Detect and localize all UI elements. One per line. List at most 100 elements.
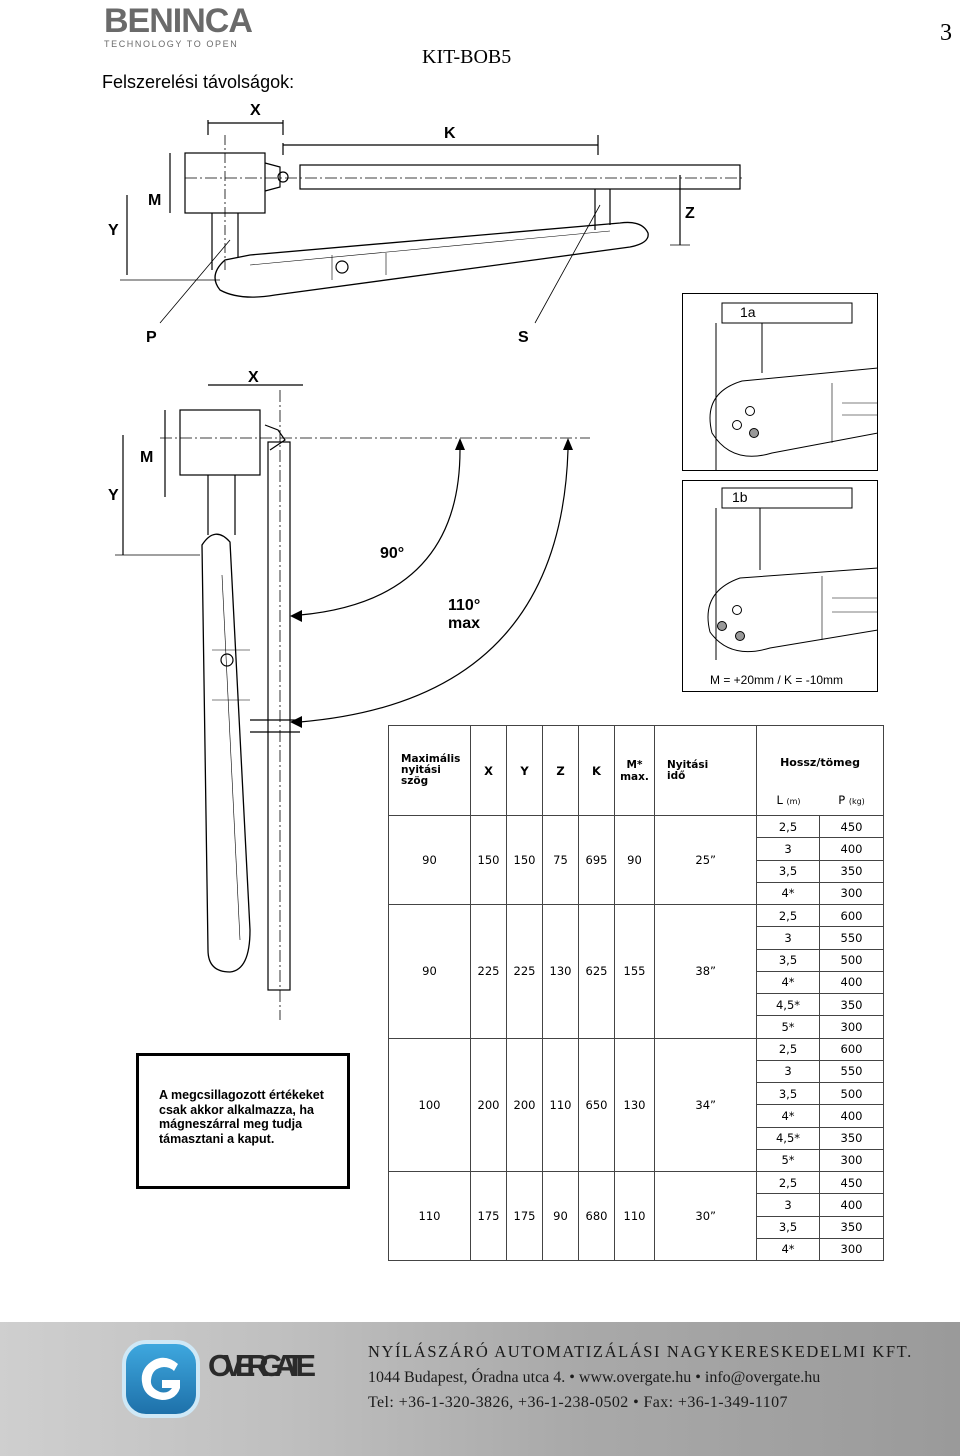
cell-length: 4*: [756, 1104, 820, 1128]
brand-tagline: TECHNOLOGY TO OPEN: [104, 39, 239, 49]
cell-k: 695: [578, 815, 615, 905]
company-phones: Tel: +36-1-320-3826, +36-1-238-0502 • Fa…: [368, 1394, 788, 1411]
cell-weight: 400: [818, 1104, 885, 1128]
table-row: 5*300: [389, 1148, 885, 1173]
header-length-weight: Hossz/tömeg L (m) P (kg): [755, 725, 885, 816]
table-row: 4,5*350: [389, 1126, 885, 1150]
cell-length: 2,5: [756, 1037, 820, 1061]
cell-x: 225: [470, 904, 507, 1039]
cell-weight: 500: [818, 948, 885, 972]
cell-weight: 300: [818, 1237, 885, 1262]
cell-time: 25”: [654, 815, 757, 905]
cell-weight: 350: [818, 992, 885, 1017]
cell-time: 38”: [654, 904, 757, 1039]
cell-length: 3: [756, 1059, 820, 1084]
cell-length: 3,5: [756, 859, 820, 883]
dim-label-z: Z: [685, 205, 695, 222]
cell-m: 90: [614, 815, 655, 905]
section-subtitle: Felszerelési távolságok:: [102, 72, 295, 92]
cell-length: 3: [756, 1193, 820, 1217]
side-dim-label-y: Y: [108, 487, 119, 504]
cell-k: 625: [578, 904, 615, 1039]
dim-label-k: K: [444, 125, 456, 142]
cell-weight: 400: [818, 970, 885, 995]
cell-time: 34”: [654, 1037, 757, 1172]
company-address: 1044 Budapest, Óradna utca 4. • www.over…: [368, 1369, 821, 1386]
cell-z: 75: [542, 815, 579, 905]
installation-diagram-top: X K M Y Z P S: [108, 102, 745, 346]
cell-x: 175: [470, 1171, 507, 1261]
dim-label-y: Y: [108, 222, 119, 239]
cell-time: 30”: [654, 1171, 757, 1261]
cell-weight: 350: [818, 859, 885, 883]
cell-angle: 110: [388, 1171, 471, 1261]
angle-max-label: max: [448, 615, 480, 632]
cell-angle: 100: [388, 1037, 471, 1172]
cell-weight: 600: [818, 1037, 885, 1061]
model-title: KIT-BOB5: [422, 46, 512, 68]
cell-y: 200: [506, 1037, 543, 1172]
overgate-logo: OVER GATE: [122, 1340, 316, 1418]
cell-y: 150: [506, 815, 543, 905]
header-y: Y: [506, 725, 543, 816]
cell-length: 5*: [756, 1015, 820, 1039]
dim-label-m: M: [148, 192, 161, 209]
cell-k: 680: [578, 1171, 615, 1261]
cell-x: 150: [470, 815, 507, 905]
cell-weight: 550: [818, 1059, 885, 1084]
label-s: S: [518, 329, 529, 346]
brand-name: BENINCA: [104, 2, 253, 40]
cell-length: 2,5: [756, 1170, 820, 1195]
cell-length: 5*: [756, 1148, 820, 1173]
cell-z: 130: [542, 904, 579, 1039]
cell-weight: 350: [818, 1126, 885, 1150]
angle-90-label: 90°: [380, 545, 404, 562]
cell-weight: 400: [818, 837, 885, 861]
cell-weight: 450: [818, 814, 885, 839]
header-z: Z: [542, 725, 579, 816]
table-row: 4*300: [389, 1237, 885, 1262]
cell-k: 650: [578, 1037, 615, 1172]
cell-weight: 450: [818, 1170, 885, 1195]
detail-1b-diagram: 1b M = +20mm / K = -10mm: [682, 480, 878, 692]
cell-y: 225: [506, 904, 543, 1039]
cell-weight: 400: [818, 1193, 885, 1217]
side-dim-label-x: X: [248, 369, 259, 386]
opening-angle-diagram: X M Y 90° 110° max: [108, 369, 590, 1020]
table-row: 4*400: [389, 1104, 885, 1128]
table-row: 5*300: [389, 1015, 885, 1039]
detail-1b-label: 1b: [732, 489, 748, 505]
cell-weight: 600: [818, 903, 885, 928]
beninca-logo: BENINCA TECHNOLOGY TO OPEN: [104, 2, 256, 49]
cell-length: 2,5: [756, 814, 820, 839]
header-k: K: [578, 725, 615, 816]
header-x: X: [470, 725, 507, 816]
cell-length: 4*: [756, 1237, 820, 1262]
table-row: 4,5*350: [389, 992, 885, 1017]
asterisk-note-text: A megcsillagozott értékeket csak akkor a…: [159, 1088, 324, 1146]
header-m: M*max.: [614, 725, 655, 816]
angle-110-label: 110°: [448, 597, 480, 614]
table-row: 4*300: [389, 881, 885, 906]
cell-weight: 350: [818, 1215, 885, 1239]
asterisk-note-box: A megcsillagozott értékeket csak akkor a…: [136, 1053, 350, 1189]
company-name: NYÍLÁSZÁRÓ AUTOMATIZÁLÁSI NAGYKERESKEDEL…: [368, 1342, 913, 1361]
cell-length: 3,5: [756, 948, 820, 972]
cell-m: 130: [614, 1037, 655, 1172]
cell-weight: 550: [818, 926, 885, 950]
cell-length: 4*: [756, 970, 820, 995]
overgate-logo-text: OVER GATE: [208, 1348, 316, 1383]
cell-length: 3: [756, 926, 820, 950]
label-p: P: [146, 329, 157, 346]
cell-weight: 300: [818, 1015, 885, 1039]
cell-m: 110: [614, 1171, 655, 1261]
dim-label-x: X: [250, 102, 261, 119]
